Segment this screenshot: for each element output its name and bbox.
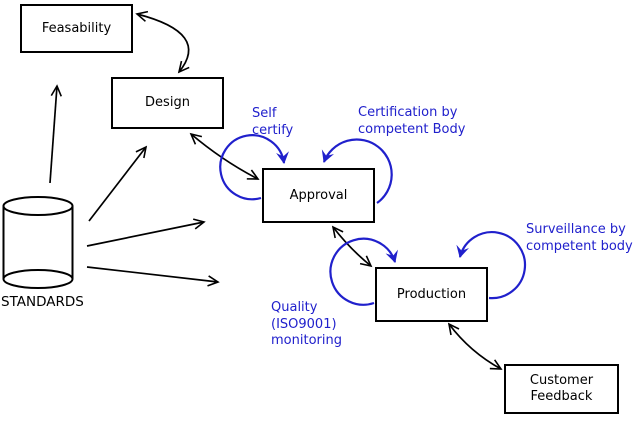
node-design-label: Design xyxy=(145,95,190,110)
annotation-certification-line1: Certification by xyxy=(358,105,458,120)
node-customer-feedback-label-line2: Feedback xyxy=(530,389,593,404)
annotation-certification: Certification by competent Body xyxy=(358,105,465,138)
annotation-quality-line3: monitoring xyxy=(271,333,342,348)
arrow-production-customer-feedback xyxy=(447,322,503,370)
annotation-surveillance-line1: Surveillance by xyxy=(526,222,626,237)
node-approval-label: Approval xyxy=(289,187,348,203)
node-approval: Approval xyxy=(262,168,375,223)
annotation-self-certify: Self certify xyxy=(252,106,293,139)
node-production: Production xyxy=(375,267,488,322)
node-customer-feedback: Customer Feedback xyxy=(504,364,619,414)
node-design: Design xyxy=(111,77,224,129)
annotation-quality-line1: Quality xyxy=(271,300,318,315)
node-feasability: Feasability xyxy=(20,4,133,53)
annotation-quality-line2: (ISO9001) xyxy=(271,316,337,332)
arrow-standards-design xyxy=(88,145,148,222)
cylinder-icon xyxy=(2,196,74,289)
arrow-approval-production xyxy=(331,225,373,268)
loop-certification xyxy=(321,138,393,204)
node-customer-feedback-label-line1: Customer xyxy=(529,373,594,388)
annotation-quality-monitoring: Quality (ISO9001) monitoring xyxy=(271,300,342,350)
arrow-design-approval xyxy=(189,132,260,180)
annotation-self-certify-line1: Self xyxy=(252,106,277,121)
loop-self-certify xyxy=(219,134,289,201)
arrow-feasability-design xyxy=(135,10,190,74)
arrow-standards-production xyxy=(86,266,220,287)
annotation-self-certify-line2: certify xyxy=(252,122,294,138)
annotation-surveillance: Surveillance by competent body xyxy=(526,222,633,255)
annotation-surveillance-line2: competent body xyxy=(526,238,633,254)
arrow-standards-feasability xyxy=(49,84,63,184)
node-production-label: Production xyxy=(396,286,467,302)
arrow-standards-approval xyxy=(86,218,206,247)
annotation-certification-line2: competent Body xyxy=(358,121,466,137)
loop-quality-monitoring xyxy=(329,237,398,306)
loop-surveillance xyxy=(456,231,527,300)
standards-label: STANDARDS xyxy=(1,294,84,310)
node-feasability-label: Feasability xyxy=(41,20,112,36)
